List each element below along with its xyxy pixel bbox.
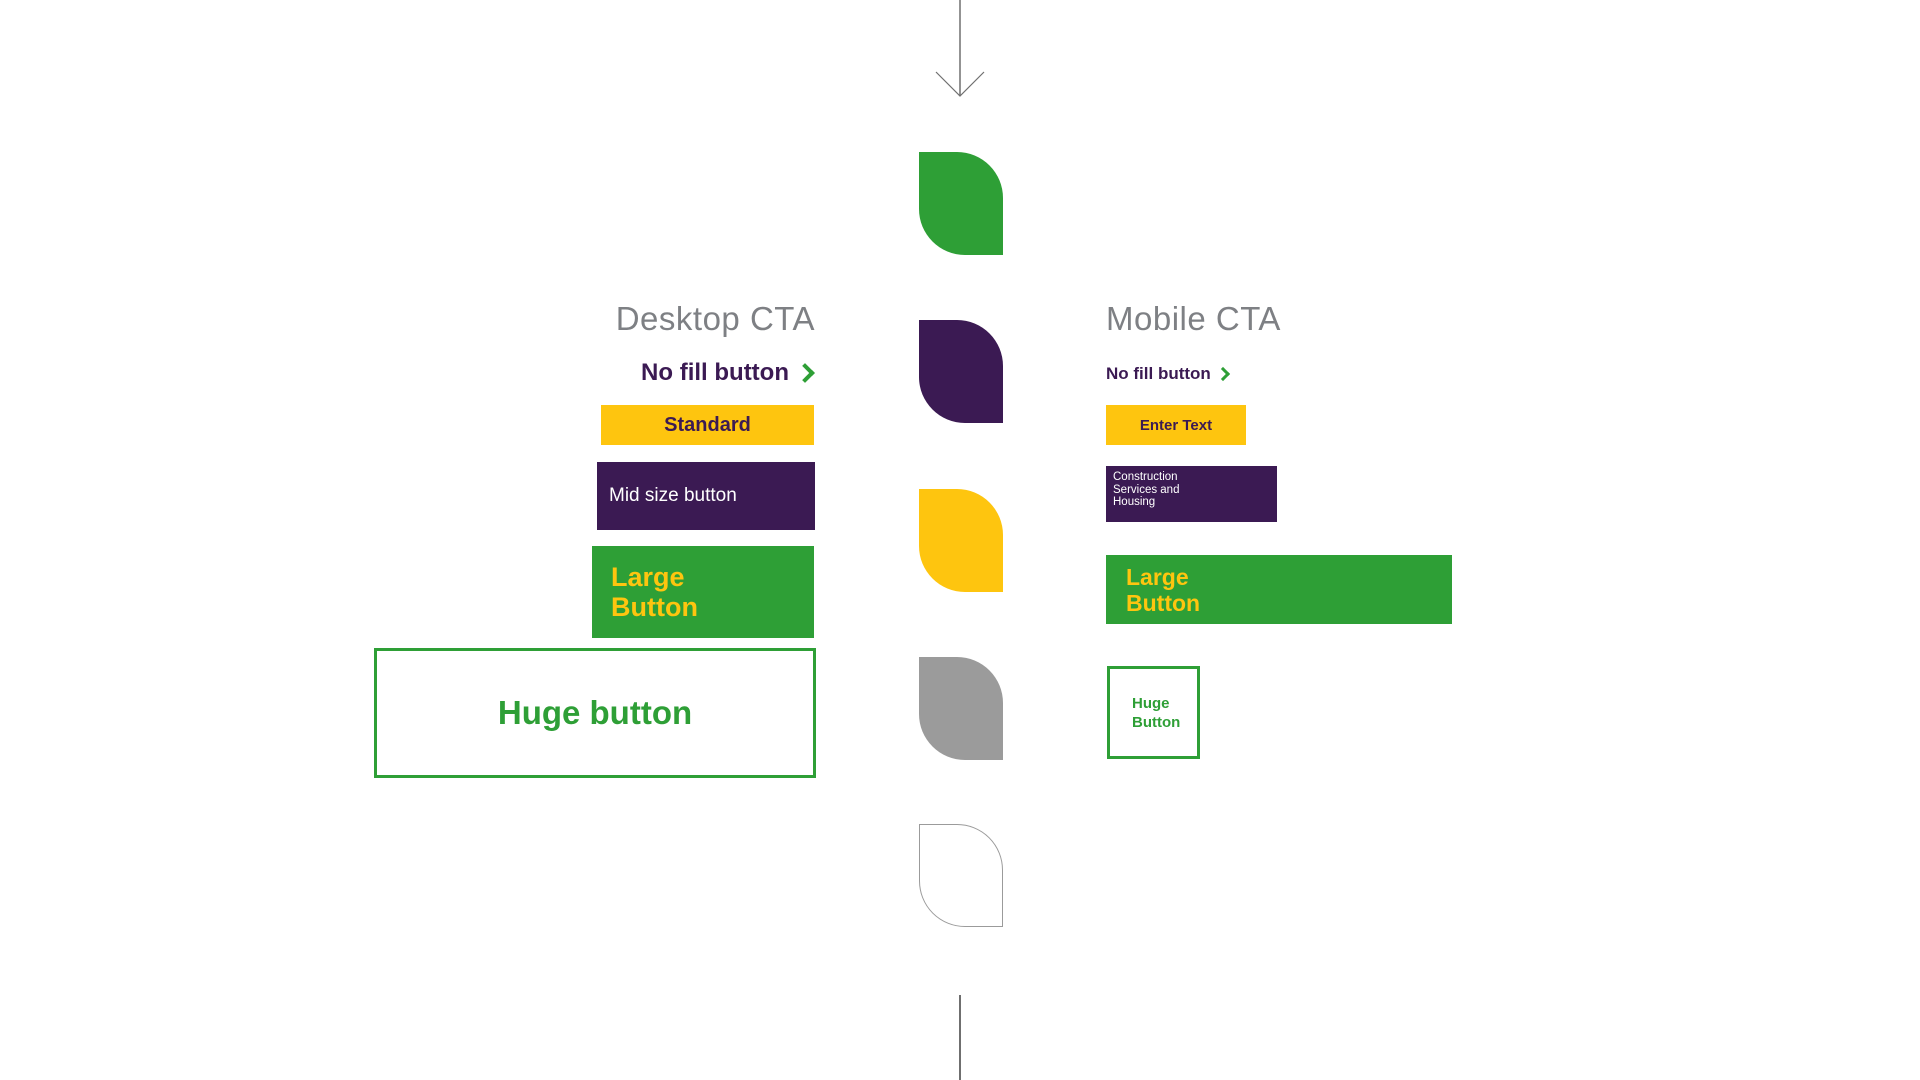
leaf-swatch-outline [919,824,1003,927]
mobile-large-button[interactable]: Large Button [1106,555,1452,624]
desktop-huge-label: Huge button [497,694,693,731]
chevron-right-icon [1215,366,1230,382]
desktop-midsize-label: Mid size button [609,485,737,506]
chevron-right-icon [795,363,815,383]
leaf-swatch-green [919,152,1003,255]
desktop-huge-button[interactable]: Huge button [374,648,816,778]
mobile-standard-button[interactable]: Enter Text [1106,405,1246,445]
arrow-down-icon [935,0,985,97]
mobile-midsize-label-line3: Housing [1113,496,1156,508]
leaf-swatch-purple [919,320,1003,423]
mobile-midsize-label-line1: Construction [1113,471,1178,483]
desktop-no-fill-label: No fill button [641,359,789,386]
mobile-midsize-label-line2: Services and [1113,483,1180,496]
bottom-connector-line [959,995,961,1080]
desktop-large-label-line1: Large [611,562,685,592]
mobile-huge-label-line2: Button [1132,713,1181,731]
desktop-standard-button[interactable]: Standard [601,405,814,445]
mobile-large-label-line1: Large [1126,563,1189,590]
leaf-swatch-yellow [919,489,1003,592]
mobile-large-label-line2: Button [1126,589,1201,616]
mobile-no-fill-label: No fill button [1106,364,1211,383]
mobile-huge-button[interactable]: Huge Button [1107,666,1200,759]
desktop-standard-label: Standard [664,413,751,436]
mobile-midsize-button[interactable]: Construction Services and Housing [1106,466,1277,522]
mobile-section-title: Mobile CTA [1106,300,1281,337]
mobile-no-fill-button[interactable]: No fill button [1106,363,1230,385]
leaf-swatch-gray [919,657,1003,760]
desktop-large-label-line2: Button [611,592,698,622]
desktop-midsize-button[interactable]: Mid size button [597,462,815,530]
desktop-section-title: Desktop CTA [615,300,815,337]
mobile-standard-label: Enter Text [1139,416,1213,434]
desktop-large-button[interactable]: Large Button [592,546,814,638]
desktop-no-fill-button[interactable]: No fill button [400,358,816,388]
mobile-huge-label-line1: Huge [1132,694,1170,712]
